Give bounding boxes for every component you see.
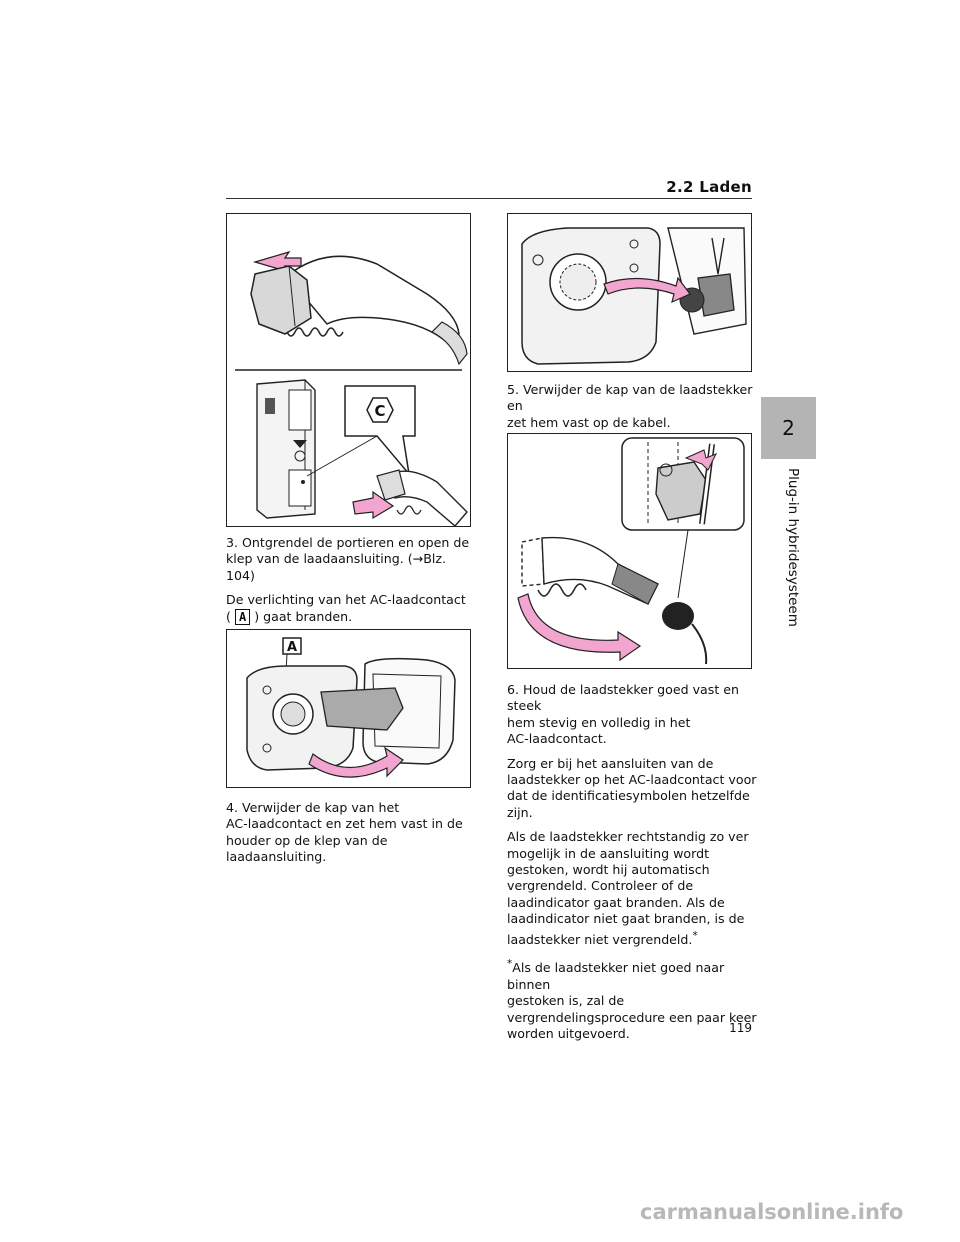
fn-line-4: worden uitgevoerd. xyxy=(507,1026,630,1042)
boxed-letter-a: A xyxy=(234,608,251,625)
chapter-tab xyxy=(761,397,816,459)
header-divider xyxy=(226,198,752,199)
footnote-marker: * xyxy=(692,929,698,942)
p2-line-4: vergrendeld. Controleer of de xyxy=(507,878,694,894)
step-4-text: 4. Verwijder de kap van het AC-laadconta… xyxy=(226,800,478,874)
p2-line-5: laadindicator gaat branden. Als de xyxy=(507,894,725,910)
p1-line-1: Zorg er bij het aansluiten van de xyxy=(507,755,714,771)
note-line-2: ) gaat branden. xyxy=(254,608,353,624)
step-6-text: 6. Houd de laadstekker goed vast en stee… xyxy=(507,682,759,1051)
step-3-text: 3. Ontgrendel de portieren en open de kl… xyxy=(226,535,476,633)
figure-plug-cap-cable-drawing xyxy=(517,437,745,665)
footnote: *Als de laadstekker niet goed naar binne… xyxy=(507,956,759,1042)
page-number: 119 xyxy=(729,1021,752,1035)
note-paren-open: ( xyxy=(226,608,231,624)
step-6-line-3: AC-laadcontact. xyxy=(507,731,607,747)
footnote-star: * xyxy=(507,958,513,971)
callout-a: A xyxy=(287,640,297,655)
step-5-line-2: zet hem vast op de kabel. xyxy=(507,414,671,430)
p2-line-3: gestoken, wordt hij automatisch xyxy=(507,862,710,878)
step-5-text: 5. Verwijder de kap van de laadstekker e… xyxy=(507,382,757,439)
figure-plug-and-station-drawing: C xyxy=(235,250,468,526)
step-3-line-2: klep van de laadaansluiting. (→Blz. 104) xyxy=(226,551,446,583)
p1-line-4: zijn. xyxy=(507,804,533,820)
figure-charging-inlet-drawing: A xyxy=(246,637,456,778)
figure-charging-inlet: A xyxy=(226,629,471,788)
watermark: carmanualsonline.info xyxy=(640,1200,904,1224)
paragraph-locking: Als de laadstekker rechtstandig zo ver m… xyxy=(507,829,759,948)
step-4-line-3: houder op de klep van de laadaansluiting… xyxy=(226,832,388,865)
p1-line-3: dat de identificatiesymbolen hetzelfde xyxy=(507,788,750,804)
step-6-line-2: hem stevig en volledig in het xyxy=(507,714,691,730)
fn-line-1: Als de laadstekker niet goed naar binnen xyxy=(507,960,725,992)
figure-inlet-cap xyxy=(507,213,752,372)
p2-line-7: laadstekker niet vergrendeld. xyxy=(507,931,693,947)
fn-line-2: gestoken is, zal de xyxy=(507,993,625,1009)
p2-line-1: Als de laadstekker rechtstandig zo ver xyxy=(507,829,749,845)
step-3-line-1: 3. Ontgrendel de portieren en open de xyxy=(226,535,470,550)
step-4-line-2: AC-laadcontact en zet hem vast in de xyxy=(226,816,463,832)
figure-inlet-cap-drawing xyxy=(521,227,747,365)
chapter-number: 2 xyxy=(782,416,795,440)
figure-plug-and-station: C xyxy=(226,213,471,527)
chapter-label: Plug-in hybridesysteem xyxy=(785,468,801,627)
step-5-line-1: 5. Verwijder de kap van de laadstekker e… xyxy=(507,382,753,414)
paragraph-symbols: Zorg er bij het aansluiten van de laadst… xyxy=(507,756,759,822)
step-6-line-1: 6. Houd de laadstekker goed vast en stee… xyxy=(507,682,740,714)
fn-line-3: vergrendelingsprocedure een paar keer xyxy=(507,1009,757,1025)
note-line-1: De verlichting van het AC-laadcontact xyxy=(226,592,466,608)
p2-line-6: laadindicator niet gaat branden, is de xyxy=(507,911,745,927)
section-title: 2.2 Laden xyxy=(666,178,752,196)
p2-line-2: mogelijk in de aansluiting wordt xyxy=(507,845,710,861)
callout-c: C xyxy=(374,402,385,420)
p1-line-2: laadstekker op het AC-laadcontact voor xyxy=(507,772,757,788)
step-4-line-1: 4. Verwijder de kap van het xyxy=(226,800,400,815)
figure-plug-cap-cable xyxy=(507,433,752,669)
